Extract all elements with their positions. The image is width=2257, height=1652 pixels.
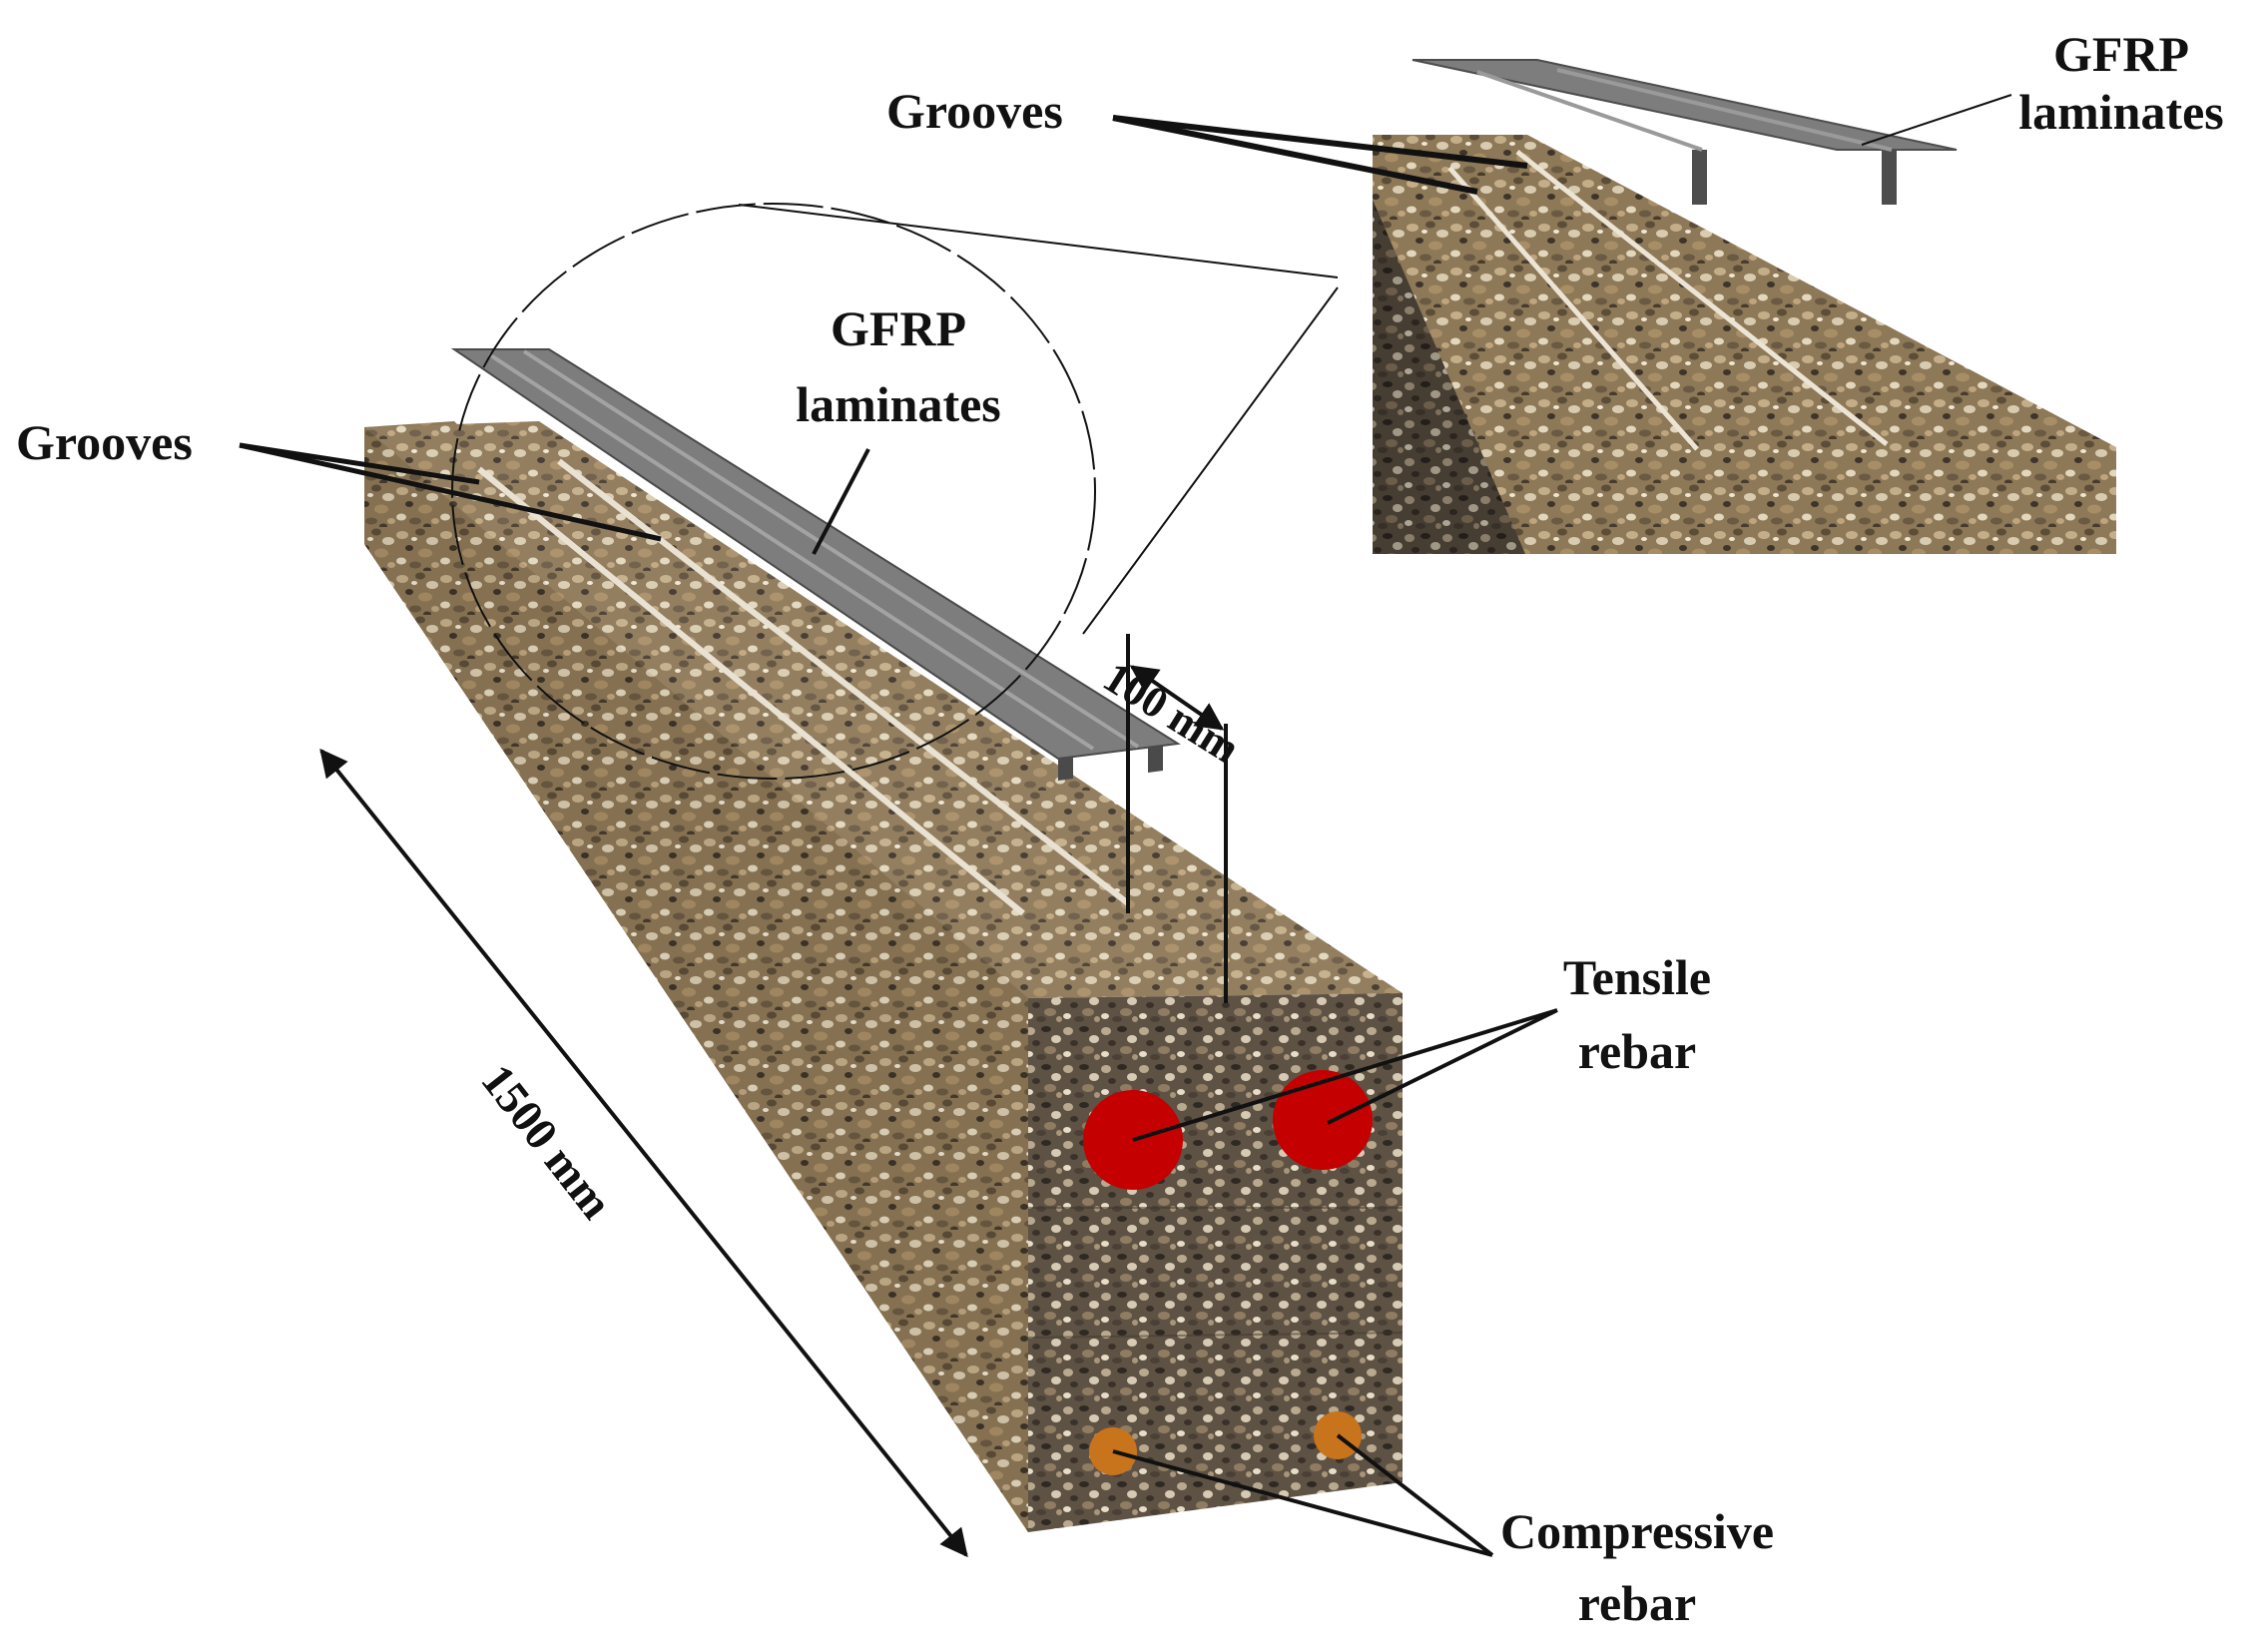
dim-1500-arrow <box>319 748 968 1558</box>
compressive-label-line2: rebar <box>1577 1575 1697 1631</box>
zoom-connector-top <box>738 204 1339 278</box>
main-laminate <box>450 348 1181 781</box>
laminate-rib-1 <box>1058 757 1073 781</box>
tensile-label-line1: Tensile <box>1562 949 1712 1005</box>
gfrp-leader <box>812 448 870 555</box>
groove-2 <box>557 458 1130 906</box>
inset-gfrp-leader <box>1861 94 2012 146</box>
laminate-rib-2 <box>1148 745 1163 773</box>
tensile-label: Tensile rebar <box>1507 948 1767 1080</box>
tensile-leader-2 <box>1327 1008 1558 1125</box>
inset-gfrp-label: GFRP laminates <box>1991 25 2251 141</box>
inset-gfrp-label-line2: laminates <box>2018 84 2224 140</box>
inset-groove-1 <box>1447 166 1699 451</box>
inset-grooves-label: Grooves <box>886 83 1063 139</box>
grooves-label: Grooves <box>16 414 193 470</box>
compressive-leader-2 <box>1336 1433 1494 1557</box>
grooves-leader-2 <box>239 442 662 542</box>
inset-gfrp-label-line1: GFRP <box>2052 26 2190 82</box>
tensile-rebar-right <box>1273 1070 1373 1170</box>
tensile-leader-1 <box>1132 1008 1558 1142</box>
gfrp-label-line2: laminates <box>796 376 1001 432</box>
tensile-label-line2: rebar <box>1577 1023 1697 1079</box>
compressive-label-line1: Compressive <box>1499 1503 1775 1559</box>
grooves-leader-1 <box>239 442 480 485</box>
zoom-connector-bottom <box>1082 286 1339 635</box>
inset-grooves-leader-1 <box>1112 115 1528 169</box>
inset-laminate <box>1411 59 1958 151</box>
inset-grooves-leader-2 <box>1112 115 1478 195</box>
gfrp-label: GFRP laminates <box>759 299 1038 433</box>
compressive-leader-1 <box>1112 1449 1493 1557</box>
inset-detail <box>1112 59 2116 554</box>
gfrp-label-line1: GFRP <box>830 300 967 356</box>
dim-100-arrow <box>1129 665 1225 731</box>
inset-beam-top <box>1373 135 2116 554</box>
compressive-label: Compressive rebar <box>1447 1502 1827 1632</box>
inset-groove-2 <box>1515 150 1889 446</box>
